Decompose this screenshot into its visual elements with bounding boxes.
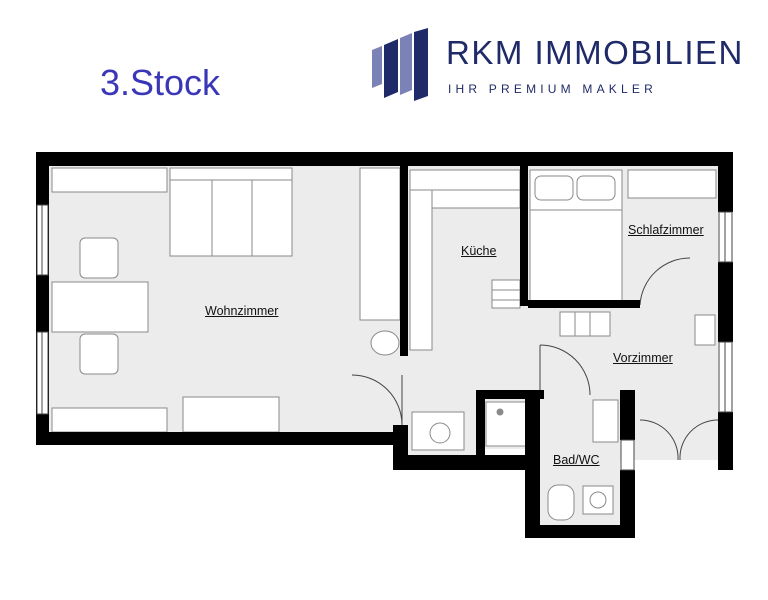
floor-lamp <box>370 330 400 356</box>
wall-bedroom-bottom <box>528 300 640 308</box>
wall-living-kitchen <box>400 166 408 356</box>
room-label-hall: Vorzimmer <box>613 351 673 365</box>
counter-left <box>409 189 433 351</box>
wall-bath-bottom <box>525 525 635 538</box>
right-wall-top <box>718 152 733 212</box>
wardrobe <box>359 167 401 321</box>
sideboard <box>51 407 168 433</box>
upper-cabinets <box>409 169 521 191</box>
chair-top <box>79 237 119 279</box>
bottom-wall-living <box>36 432 404 445</box>
right-wall-mid <box>718 262 733 342</box>
hall-steps <box>559 311 611 337</box>
kitchen-steps <box>491 279 521 309</box>
dining-table <box>51 281 149 333</box>
wall-kitchen-bedroom <box>520 166 528 306</box>
brand-logo-icon <box>372 28 428 101</box>
walls <box>36 152 733 538</box>
room-label-bath: Bad/WC <box>553 453 600 467</box>
hall-cabinet <box>694 314 716 346</box>
wall-bottom-kitchen <box>393 455 525 470</box>
floor-label: 3.Stock <box>100 62 221 103</box>
room-label-kitchen: Küche <box>461 244 497 258</box>
chair-bottom <box>79 333 119 375</box>
right-wall-bottom <box>718 412 733 470</box>
toilet <box>547 484 575 521</box>
washbasin <box>592 399 619 443</box>
wall-bath-left <box>476 390 485 455</box>
counter-top <box>431 189 521 209</box>
brand-name: RKM IMMOBILIEN <box>446 34 744 71</box>
sofa <box>169 167 293 257</box>
wall-bath-outer <box>525 390 540 538</box>
bedroom-wardrobe <box>627 169 717 199</box>
window-bath <box>620 439 635 471</box>
room-label-living: Wohnzimmer <box>205 304 279 318</box>
kitchen-furniture <box>409 169 521 451</box>
wall-bath-right-bottom <box>620 470 635 538</box>
room-label-bedroom: Schlafzimmer <box>628 223 704 237</box>
tv-unit <box>182 396 280 433</box>
windows <box>36 204 733 471</box>
cabinet-top-left <box>51 167 168 193</box>
wall-bath-right-top <box>620 390 635 440</box>
top-wall <box>36 152 733 166</box>
brand-tagline: IHR PREMIUM MAKLER <box>448 82 657 96</box>
doors <box>351 257 719 461</box>
wall-bath-top <box>476 390 544 399</box>
living-room-furniture <box>51 167 401 433</box>
brand-header: RKM IMMOBILIEN IHR PREMIUM MAKLER <box>368 28 758 108</box>
